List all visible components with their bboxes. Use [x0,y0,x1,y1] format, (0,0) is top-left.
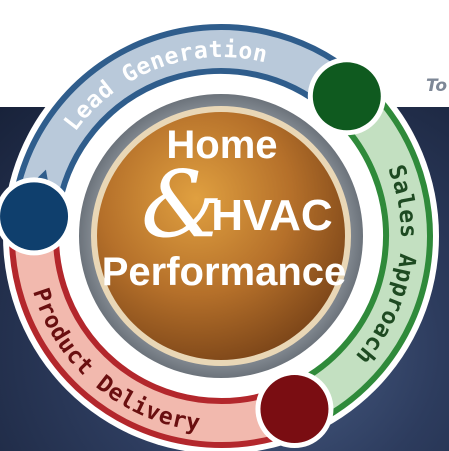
lead-generation-arc-fill [19,30,354,202]
lead-generation-node [0,182,69,251]
hub-title-home: Home [166,123,277,167]
sales-approach-node [312,62,381,131]
segment-arcs [9,24,433,448]
cycle-nodes [0,57,386,449]
sales-approach-arc-fill [289,82,427,425]
product-delivery-node [260,375,329,444]
hub [97,112,345,360]
hub-ampersand: & [141,151,223,258]
hub-title-hvac: HVAC [211,191,332,240]
hub-title-performance: Performance [102,250,347,294]
corner-text: To [426,76,448,96]
product-delivery-arc-fill [15,200,292,442]
